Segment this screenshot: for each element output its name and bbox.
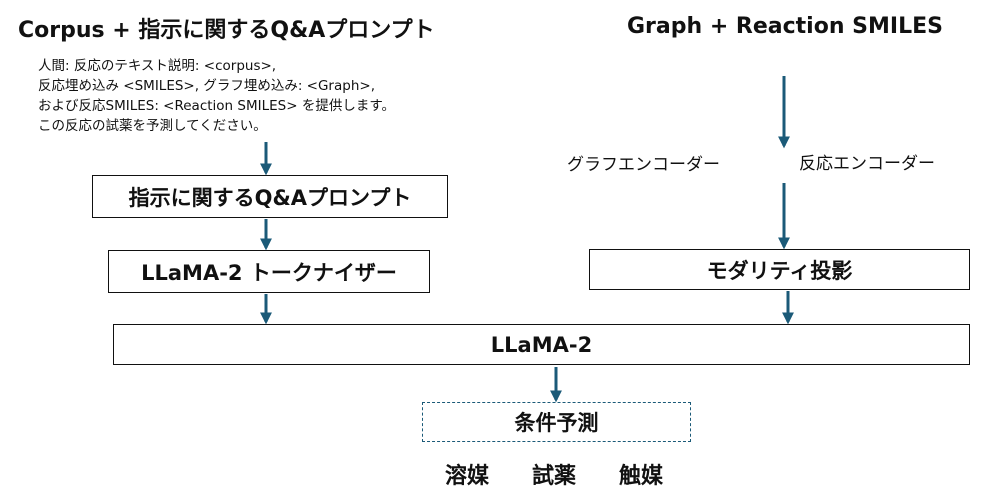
prompt-text-block: 人間: 反応のテキスト説明: <corpus>, 反応埋め込み <SMILES>…: [38, 56, 395, 136]
modality-projection-box: モダリティ投影: [589, 249, 970, 290]
output-solvent: 溶媒: [445, 464, 490, 489]
tokenizer-box: LLaMA-2 トークナイザー: [108, 250, 430, 293]
output-reagent: 試薬: [532, 464, 577, 489]
qa-prompt-box: 指示に関するQ&Aプロンプト: [92, 175, 448, 218]
right-header: Graph + Reaction SMILES: [627, 14, 943, 39]
reaction-encoder-label: 反応エンコーダー: [799, 154, 935, 174]
output-catalyst: 触媒: [619, 464, 664, 489]
prompt-line-1: 人間: 反応のテキスト説明: <corpus>,: [38, 58, 277, 74]
left-header: Corpus + 指示に関するQ&Aプロンプト: [18, 18, 435, 43]
prompt-line-3: および反応SMILES: <Reaction SMILES> を提供します。: [38, 98, 395, 114]
prompt-line-2: 反応埋め込み <SMILES>, グラフ埋め込み: <Graph>,: [38, 78, 375, 94]
prompt-line-4: この反応の試薬を予測してください。: [38, 118, 267, 134]
condition-prediction-box: 条件予測: [422, 402, 691, 442]
graph-encoder-label: グラフエンコーダー: [567, 155, 720, 175]
llama-box: LLaMA-2: [113, 324, 970, 365]
